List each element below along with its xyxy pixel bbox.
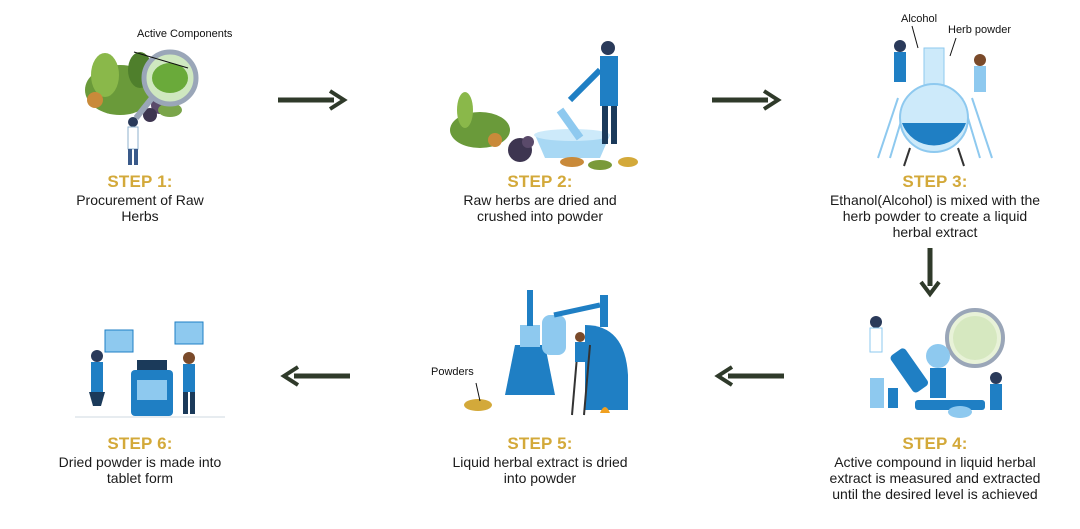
tablet-bottle-illustration <box>75 321 225 418</box>
step-3-desc: Ethanol(Alcohol) is mixed with the herb … <box>829 192 1041 240</box>
callout-herb-powder: Herb powder <box>948 24 1011 36</box>
step-6-title: STEP 6: <box>107 434 173 453</box>
step-6-desc: Dried powder is made into tablet form <box>58 454 222 486</box>
step-4-desc: Active compound in liquid herbal extract… <box>829 454 1041 502</box>
step-1-title: STEP 1: <box>107 172 173 191</box>
arrow-left-icon <box>714 365 784 387</box>
step-6: STEP 6: Dried powder is made into tablet… <box>40 300 240 500</box>
step-5-desc: Liquid herbal extract is dried into powd… <box>452 454 628 486</box>
callout-active-components: Active Components <box>137 28 233 40</box>
step-5: Powders STEP 5: Liquid herbal extract is… <box>430 280 650 490</box>
arrow-right-icon <box>278 89 348 111</box>
callout-powders: Powders <box>431 366 474 378</box>
step-1: Active Components STEP 1: Procurement of… <box>40 20 240 230</box>
callout-alcohol: Alcohol <box>901 13 938 25</box>
step-3: Alcohol Herb powder STEP 3: Ethanol(Alco… <box>820 8 1050 248</box>
microscope-analysis-illustration <box>869 308 1005 418</box>
step-1-desc: Procurement of Raw Herbs <box>76 192 204 224</box>
mortar-grinding-illustration <box>450 41 638 170</box>
flask-mixing-illustration <box>877 25 993 167</box>
step-3-title: STEP 3: <box>902 172 968 191</box>
step-2-title: STEP 2: <box>507 172 573 191</box>
step-4-title: STEP 4: <box>902 434 968 453</box>
step-4: STEP 4: Active compound in liquid herbal… <box>815 300 1055 525</box>
step-2-desc: Raw herbs are dried and crushed into pow… <box>463 192 617 224</box>
arrow-left-icon <box>280 365 350 387</box>
distillation-illustration <box>464 290 628 416</box>
arrow-right-icon <box>712 89 782 111</box>
step-5-title: STEP 5: <box>507 434 573 453</box>
step-2: STEP 2: Raw herbs are dried and crushed … <box>430 20 650 230</box>
arrow-down-icon <box>919 248 941 298</box>
herbs-magnifier-illustration <box>85 49 199 165</box>
